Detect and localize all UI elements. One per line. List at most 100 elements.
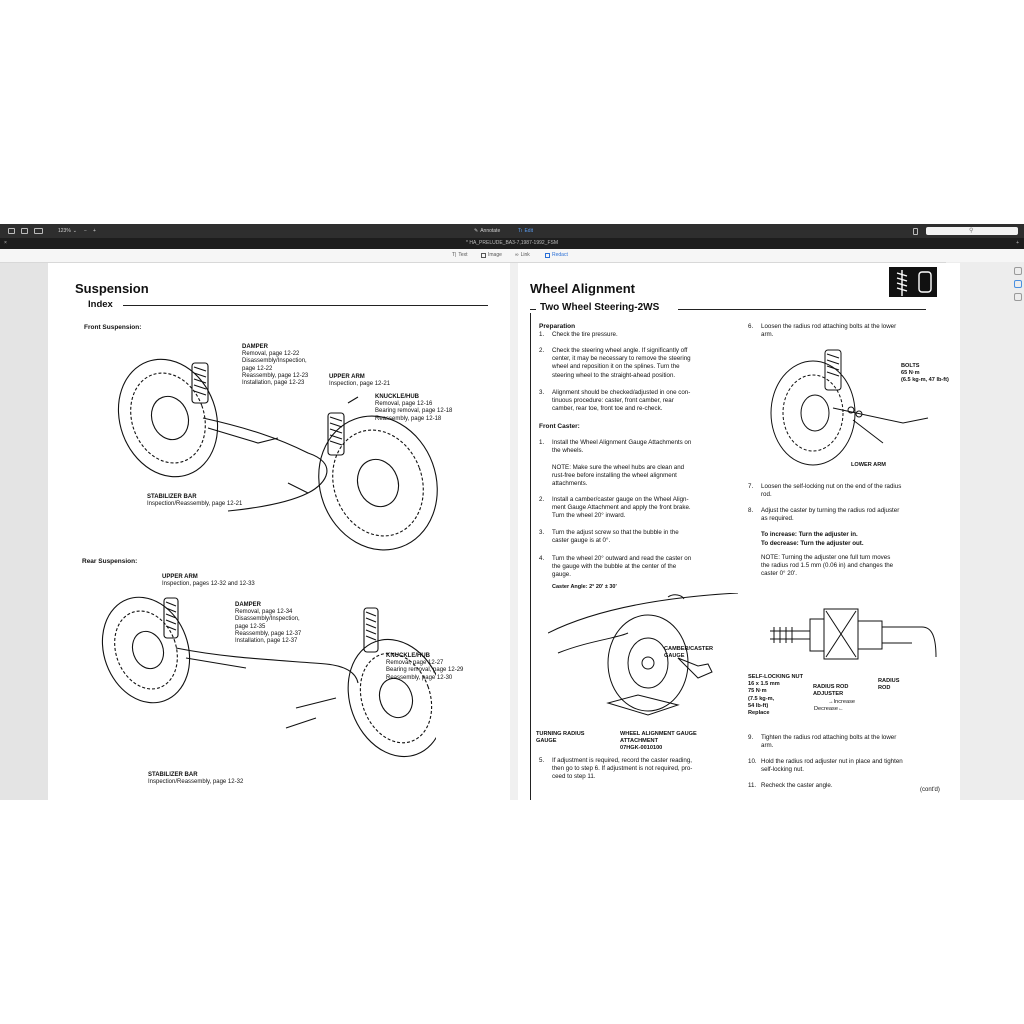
page-gutter [510, 263, 518, 800]
turning-radius-gauge-label: TURNING RADIUS GAUGE [536, 731, 585, 745]
adjust-step: 6.Loosen the radius rod attaching bolts … [748, 323, 897, 339]
pen-icon: ✎ [474, 228, 479, 234]
adjust-step: 10.Hold the radius rod adjuster nut in p… [748, 758, 903, 774]
subtitle-rule-left [530, 309, 536, 310]
bolts-torque-label: BOLTS 65 N·m (6.5 kg-m, 47 lb-ft) [901, 363, 949, 384]
grid-icon [21, 228, 28, 234]
plus-icon: + [93, 228, 96, 234]
document-icon[interactable] [1014, 267, 1022, 275]
caster-gauge-illustration [548, 593, 738, 716]
zoom-value: 123% [58, 228, 71, 234]
annotate-label: Annotate [480, 228, 501, 234]
image-icon [481, 252, 486, 258]
continued-note: (cont'd) [920, 787, 940, 793]
decrease-instruction: To decrease: Turn the adjuster out. [761, 540, 864, 547]
adjust-step: 9.Tighten the radius rod attaching bolts… [748, 734, 897, 750]
redact-tool-button[interactable]: Redact [545, 252, 568, 258]
front-suspension-illustration [117, 358, 438, 551]
edit-label: Edit [524, 228, 534, 234]
front-knuckle-label: KNUCKLE/HUB Removal, page 12-16 Bearing … [375, 394, 453, 422]
column-border [530, 313, 531, 800]
link-icon: ∞ [515, 252, 519, 258]
increase-instruction: To increase: Turn the adjuster in. [761, 531, 858, 538]
front-suspension-heading: Front Suspension: [84, 324, 142, 331]
redact-icon [545, 252, 550, 258]
lower-arm-label: LOWER ARM [851, 462, 886, 468]
increase-arrow-label: →Increase [828, 699, 856, 705]
front-caster-heading: Front Caster: [539, 423, 580, 430]
prep-step: 1.Check the tire pressure. [539, 331, 618, 338]
preparation-heading: Preparation [539, 323, 576, 330]
right-side-buttons [1012, 264, 1024, 306]
close-tab-icon[interactable]: × [4, 240, 7, 246]
rear-damper-label: DAMPER Removal, page 12-34 Disassembly/I… [235, 602, 302, 645]
camber-caster-gauge-label: CAMBER/CASTER GAUGE [664, 646, 714, 660]
page-title: Wheel Alignment [530, 281, 635, 296]
text-tool-button[interactable]: T|Text [452, 252, 468, 258]
caster-step: 4.Turn the wheel 20° outward and read th… [539, 555, 692, 579]
search-input[interactable]: ⚲ [926, 227, 1018, 235]
text-tool-label: Text [458, 252, 468, 258]
rear-suspension-heading: Rear Suspension: [82, 558, 138, 565]
minus-icon: − [84, 228, 87, 234]
image-tool-button[interactable]: Image [481, 252, 502, 258]
caster-step: 3.Turn the adjust screw so that the bubb… [539, 529, 679, 545]
page-title: Suspension [75, 281, 149, 296]
caster-step: 2.Install a camber/caster gauge on the W… [539, 496, 691, 520]
suspension-section-icon [889, 267, 937, 297]
text-tool-icon: T| [452, 252, 457, 258]
document-tab-strip: × * HA_PRELUDE_BA3-7,1987-1992_FSM + [0, 238, 1024, 249]
rear-knuckle-label: KNUCKLE/HUB Removal, page 12-27 Bearing … [386, 653, 464, 681]
thumbnail-view-button[interactable] [21, 227, 28, 235]
decrease-arrow-label: Decrease← [814, 706, 844, 712]
zoom-select[interactable]: 123%⌄ [58, 227, 77, 235]
front-upper-arm-label: UPPER ARM Inspection, page 12-21 [329, 374, 391, 388]
document-tab-title[interactable]: * HA_PRELUDE_BA3-7,1987-1992_FSM [466, 240, 558, 246]
pages-icon [34, 228, 43, 234]
caster-step: 5.If adjustment is required, record the … [539, 757, 693, 781]
annotate-button[interactable]: ✎Annotate [474, 227, 500, 235]
image-tool-label: Image [488, 252, 502, 258]
right-page: Wheel Alignment Two Wheel Steering-2WS P… [518, 263, 960, 800]
self-locking-nut-label: SELF-LOCKING NUT 16 x 1.5 mm 75 N·m (7.5… [748, 674, 804, 717]
left-page: Suspension Index Front Suspension: Rear … [48, 263, 510, 800]
comment-icon[interactable] [1014, 280, 1022, 288]
share-button[interactable] [913, 227, 918, 235]
edit-tools-bar: T|Text Image ∞Link Redact [0, 249, 1024, 263]
new-tab-icon[interactable]: + [1016, 240, 1019, 246]
page-subtitle: Index [88, 299, 113, 310]
front-damper-label: DAMPER Removal, page 12-22 Disassembly/I… [242, 344, 309, 387]
adjust-step: 7.Loosen the self-locking nut on the end… [748, 483, 902, 499]
sidebar-toggle-button[interactable] [8, 227, 15, 235]
document-spread: Suspension Index Front Suspension: Rear … [48, 263, 960, 800]
page-subtitle: Two Wheel Steering-2WS [540, 302, 660, 313]
sidebar-icon [8, 228, 15, 234]
rear-suspension-illustration [101, 596, 436, 758]
zoom-out-button[interactable]: − [84, 227, 87, 235]
front-stabilizer-label: STABILIZER BAR Inspection/Reassembly, pa… [147, 494, 243, 508]
link-tool-label: Link [520, 252, 530, 258]
chevron-down-icon: ⌄ [72, 228, 77, 234]
radius-rod-bolts-illustration [770, 349, 929, 466]
text-edit-icon: Tı [518, 228, 523, 234]
prep-step: 3.Alignment should be checked/adjusted i… [539, 389, 691, 413]
share-icon [913, 227, 918, 235]
title-rule [123, 305, 488, 306]
adjuster-note: NOTE: Turning the adjuster one full turn… [761, 554, 894, 578]
radius-rod-label: RADIUS ROD [878, 678, 900, 692]
rear-upper-arm-label: UPPER ARM Inspection, pages 12-32 and 12… [162, 574, 255, 588]
zoom-in-button[interactable]: + [93, 227, 96, 235]
redact-tool-label: Redact [552, 252, 568, 258]
radius-rod-adjuster-illustration [770, 608, 937, 660]
link-tool-button[interactable]: ∞Link [515, 252, 530, 258]
settings-icon[interactable] [1014, 293, 1022, 301]
search-icon: ⚲ [969, 228, 974, 234]
adjust-step: 8.Adjust the caster by turning the radiu… [748, 507, 900, 523]
page-view-button[interactable] [34, 227, 43, 235]
caster-angle-spec: Caster Angle: 2° 20' ± 30' [552, 584, 617, 590]
subtitle-rule-right [678, 309, 926, 310]
wheel-alignment-attachment-label: WHEEL ALIGNMENT GAUGE ATTACHMENT 07HGK-0… [620, 731, 697, 752]
